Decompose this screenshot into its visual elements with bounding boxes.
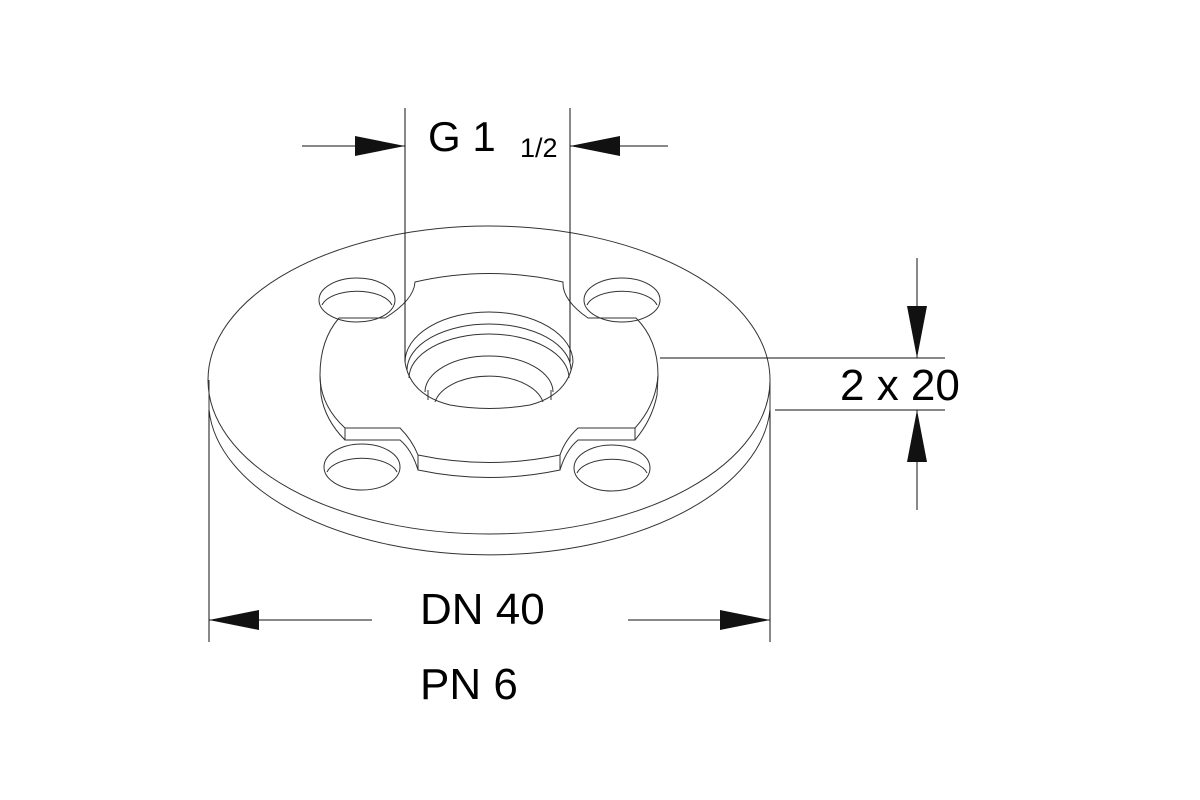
pressure-label: PN 6 bbox=[420, 660, 518, 709]
bolt-hole bbox=[583, 277, 661, 323]
flange-top-face bbox=[207, 225, 771, 535]
thread-label: G 1 bbox=[428, 113, 496, 160]
thread-fraction: 1/2 bbox=[520, 133, 558, 163]
diameter-dimension: DN 40 PN 6 bbox=[208, 410, 771, 709]
arrow-left-icon bbox=[570, 136, 620, 156]
arrow-down-icon bbox=[907, 306, 927, 358]
arrow-up-icon bbox=[907, 410, 927, 462]
thickness-dimension: 2 x 20 bbox=[660, 258, 960, 510]
arrow-right-icon bbox=[355, 136, 405, 156]
bolt-holes bbox=[318, 277, 661, 492]
arrow-right-icon bbox=[720, 610, 770, 630]
bolt-hole bbox=[318, 277, 396, 323]
bolt-hole bbox=[573, 444, 651, 492]
threaded-bore bbox=[404, 311, 574, 409]
raised-boss bbox=[319, 273, 659, 478]
thread-dimension: G 1 1/2 bbox=[302, 108, 668, 362]
flange-bottom-edge bbox=[208, 380, 771, 556]
thickness-label: 2 x 20 bbox=[840, 361, 960, 410]
arrow-left-icon bbox=[209, 610, 259, 630]
bolt-hole bbox=[323, 443, 401, 491]
nominal-diameter-label: DN 40 bbox=[420, 585, 545, 634]
flange-body bbox=[207, 225, 771, 556]
